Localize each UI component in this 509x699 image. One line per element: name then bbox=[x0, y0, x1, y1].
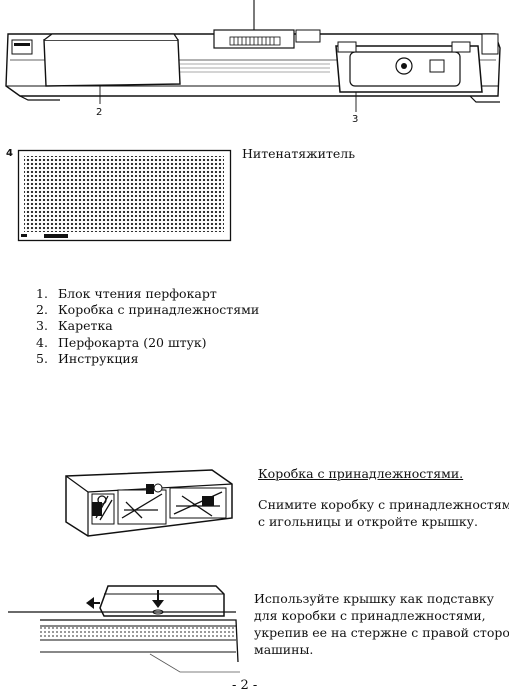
list-item-text: Каретка bbox=[58, 318, 113, 334]
accessory-box-step2-line4: машины. bbox=[254, 642, 314, 657]
list-item-text: Инструкция bbox=[58, 350, 139, 366]
list-item-number: 5. bbox=[36, 350, 48, 366]
punch-card-illustration bbox=[17, 149, 232, 242]
knitting-machine-illustration bbox=[5, 0, 501, 112]
page-number: - 2 - bbox=[232, 678, 258, 693]
callout-3: 3 bbox=[352, 114, 359, 125]
list-item: 4. Перфокарта (20 штук) bbox=[36, 335, 259, 351]
contents-list: 1. Блок чтения перфокарт 2. Коробка с прин… bbox=[36, 286, 259, 367]
callout-2: 2 bbox=[96, 107, 103, 118]
tensioner-label: Нитенатяжитель bbox=[242, 146, 356, 161]
list-item-number: 1. bbox=[36, 286, 48, 301]
accessory-box-step1-line1: Снимите коробку с принадлежностями bbox=[258, 497, 509, 512]
callout-4: 4 bbox=[6, 148, 13, 159]
accessory-box-step2-line2: для коробки с принадлежностями, bbox=[254, 608, 486, 623]
list-item: 1. Блок чтения перфокарт bbox=[36, 286, 259, 302]
list-item: 3. Каретка bbox=[36, 318, 259, 334]
accessory-box-step1-line2: с игольницы и откройте крышку. bbox=[258, 514, 478, 529]
accessory-box-step2-line3: укрепив ее на стержне с правой стороны bbox=[254, 625, 509, 640]
list-item-text: Перфокарта (20 штук) bbox=[58, 334, 207, 350]
list-item: 5. Инструкция bbox=[36, 351, 259, 367]
accessory-box-step2-line1: Используйте крышку как подставку bbox=[254, 591, 494, 606]
lid-on-machine-illustration bbox=[8, 585, 240, 673]
accessory-box-heading: Коробка с принадлежностями. bbox=[258, 466, 464, 481]
open-accessory-box-illustration bbox=[65, 469, 233, 537]
list-item-number: 2. bbox=[36, 302, 48, 318]
list-item-number: 4. bbox=[36, 334, 48, 350]
list-item-number: 3. bbox=[36, 318, 48, 334]
list-item-text: Блок чтения перфокарт bbox=[58, 286, 217, 301]
list-item: 2. Коробка с принадлежностями bbox=[36, 302, 259, 318]
list-item-text: Коробка с принадлежностями bbox=[58, 302, 260, 318]
